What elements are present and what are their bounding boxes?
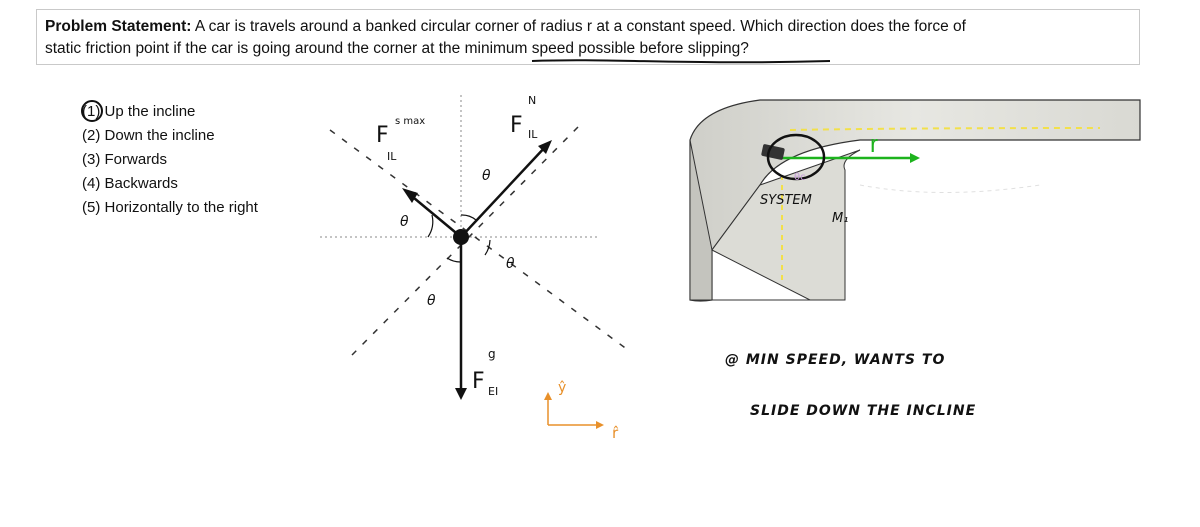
choice-number: (5) [82, 199, 101, 216]
handwritten-notes: @ MIN SPEED, WANTS TO SLIDE DOWN THE INC… [725, 352, 976, 419]
gravity-arrowhead [455, 388, 467, 400]
banked-ramp: r θc SYSTEM M₁ [689, 99, 1141, 302]
coordinate-axes: ŷ r̂ [544, 380, 619, 442]
normal-arrowhead [538, 140, 552, 154]
system-circle [766, 133, 826, 181]
system-label: SYSTEM [760, 193, 812, 208]
choice-1: (1) Up the incline [82, 100, 258, 124]
y-axis-head [544, 392, 552, 400]
friction-label-sub2: IL [387, 150, 397, 163]
y-hat-label: ŷ [558, 380, 566, 396]
friction-arrowhead [402, 188, 418, 203]
problem-line-1: A car is travels around a banked circula… [194, 18, 966, 35]
theta-label: θ [482, 168, 491, 184]
incline-line [329, 129, 629, 351]
theta-label: θ [400, 214, 409, 230]
gravity-label-sub: EI [488, 385, 498, 398]
choice-text: Up the incline [104, 103, 196, 120]
choice-text: Backwards [104, 175, 178, 192]
car-point [453, 229, 469, 245]
ramp-inner-face [711, 149, 861, 301]
system-mass-label: M₁ [832, 211, 848, 226]
choice-text: Forwards [104, 151, 168, 168]
theta-label: θ [427, 293, 436, 309]
problem-label: Problem Statement: [45, 18, 192, 35]
answer-choices: (1) Up the incline (2) Down the incline … [82, 100, 258, 220]
choice-text: Down the incline [104, 127, 215, 144]
choice-5: (5) Horizontally to the right [82, 196, 258, 220]
problem-statement: Problem Statement: A car is travels arou… [36, 9, 1140, 65]
choice-2: (2) Down the incline [82, 124, 258, 148]
choice-4: (4) Backwards [82, 172, 258, 196]
theta-c-label: θc [794, 172, 806, 183]
normal-label-sup: N [528, 94, 536, 107]
normal-label: F N IL [510, 94, 538, 141]
note-line-2: SLIDE DOWN THE INCLINE [750, 403, 976, 419]
gravity-label-f: F [472, 369, 485, 394]
dashed-inner-circle [859, 184, 1041, 193]
angle-arc [427, 214, 434, 238]
free-body-diagram: θ θ θ θ F s max IL F N IL F g EI ŷ r̂ [320, 94, 629, 442]
dashed-radius-path [789, 127, 1101, 131]
choice-number: (4) [82, 175, 101, 192]
normal-label-sub: IL [528, 128, 538, 141]
friction-vector [407, 192, 462, 238]
normal-vector [460, 144, 548, 238]
choice-number: (3) [82, 151, 101, 168]
r-axis-head [596, 421, 604, 429]
radius-label: r [870, 131, 878, 158]
angle-arc [460, 214, 477, 221]
choice-text: Horizontally to the right [104, 199, 258, 216]
angle-arc [484, 239, 491, 256]
r-hat-label: r̂ [612, 424, 619, 442]
normal-label-f: F [510, 113, 523, 138]
ramp-base [711, 250, 810, 301]
choice-number: (1) [82, 103, 101, 120]
problem-line-2: static friction point if the car is goin… [45, 40, 749, 57]
choice-3: (3) Forwards [82, 148, 258, 172]
gravity-label-sup: g [488, 347, 496, 361]
theta-label: θ [506, 256, 515, 272]
ramp-surface [689, 99, 1141, 302]
friction-label: F s max IL [376, 116, 425, 163]
gravity-label: F g EI [472, 347, 498, 398]
underline-scribble [531, 59, 831, 64]
radius-arrowhead [910, 153, 920, 163]
friction-label-f: F [376, 123, 389, 148]
friction-label-sub: s max [395, 116, 425, 127]
note-line-1: @ MIN SPEED, WANTS TO [725, 352, 945, 368]
angle-arc [446, 257, 462, 263]
choice-number: (2) [82, 127, 101, 144]
answer-circle [81, 100, 103, 122]
